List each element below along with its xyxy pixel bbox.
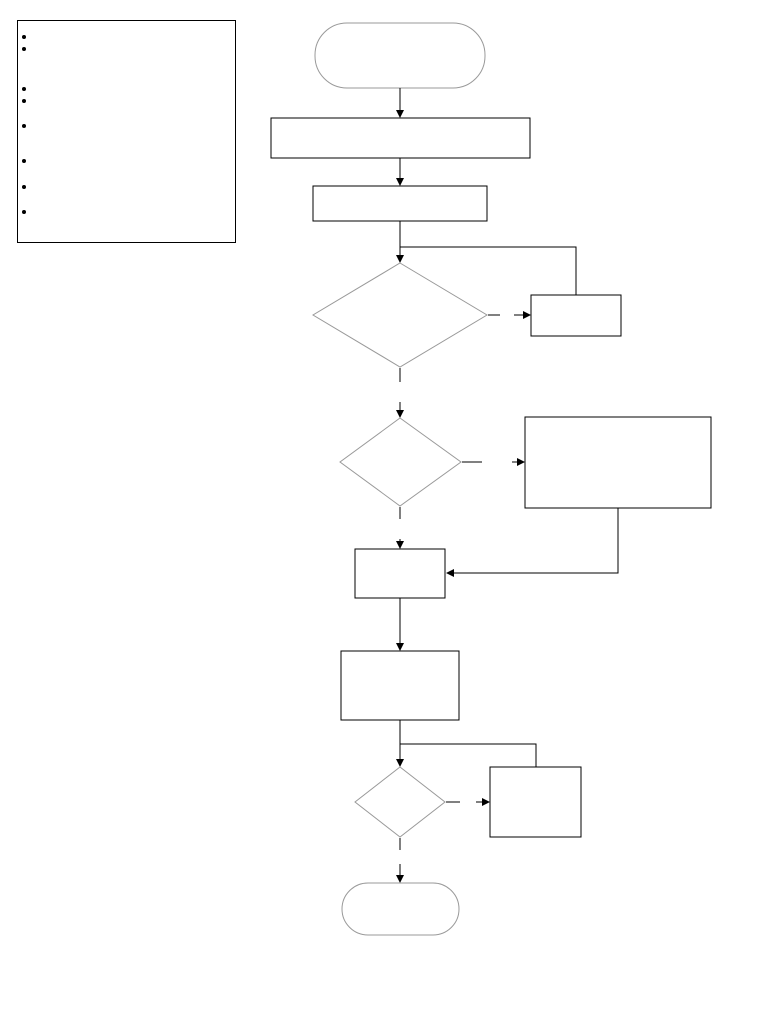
side-process-box-2 xyxy=(524,416,712,509)
bullet-1 xyxy=(22,35,26,39)
notes-box xyxy=(17,20,236,243)
decision-diamond-3 xyxy=(354,766,446,838)
edge-sideprocess3-loop xyxy=(400,743,537,767)
side-process-box-3 xyxy=(489,766,582,838)
bullet-6 xyxy=(22,159,26,163)
decision-diamond-2 xyxy=(339,417,462,507)
edge-sideprocess1-loop xyxy=(400,246,577,295)
bullet-2 xyxy=(22,47,26,51)
start-terminator xyxy=(314,22,486,89)
process-box-3 xyxy=(354,548,446,599)
bullet-3 xyxy=(22,87,26,91)
bullet-5 xyxy=(22,124,26,128)
end-terminator xyxy=(341,882,460,936)
process-box-2 xyxy=(312,185,488,222)
bullet-8 xyxy=(22,210,26,214)
decision-diamond-1 xyxy=(312,262,488,368)
process-box-4 xyxy=(340,650,460,721)
bullet-7 xyxy=(22,185,26,189)
side-process-box-1 xyxy=(530,294,622,337)
bullet-4 xyxy=(22,99,26,103)
edge-sideprocess2-process3 xyxy=(446,508,619,577)
process-box-1 xyxy=(270,117,531,159)
